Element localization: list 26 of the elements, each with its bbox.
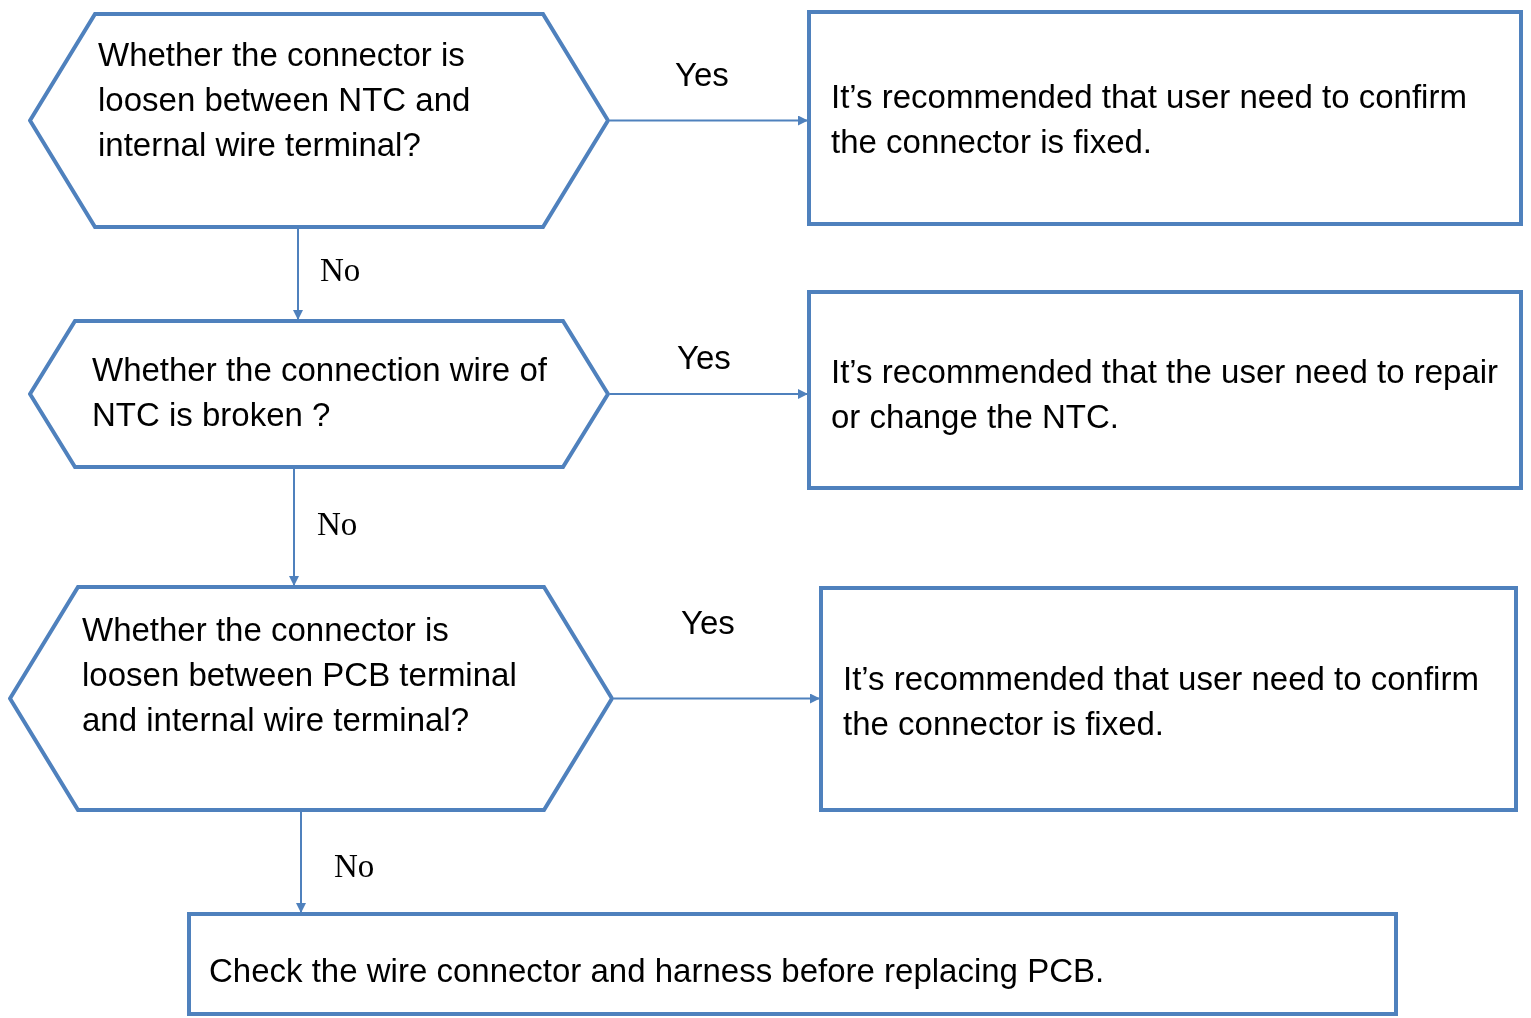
result-text: It’s recommended that the user need to repair or change the NTC. xyxy=(831,352,1500,437)
edge-label: Yes xyxy=(677,338,731,378)
result-text: It’s recommended that user need to confirm the connector is fixed. xyxy=(843,659,1480,744)
question-text: Whether the connector is loosen between NTC and internal wire terminal? xyxy=(98,35,472,165)
arrow xyxy=(296,811,306,913)
edge-label: No xyxy=(317,505,358,544)
edge-label: Yes xyxy=(681,603,735,643)
arrow xyxy=(609,389,808,399)
result-text: It’s recommended that user need to confirm the connector is fixed. xyxy=(831,77,1468,162)
arrow xyxy=(289,468,299,586)
edge-label: No xyxy=(334,847,375,886)
question-text: Whether the connector is loosen between PCB terminal and internal wire terminal? xyxy=(82,610,518,740)
result-box xyxy=(819,586,1518,812)
result-text: Check the wire connector and harness before replacing PCB. xyxy=(209,951,1106,991)
result-box xyxy=(807,10,1523,226)
arrow xyxy=(613,693,820,704)
decision-hexagon xyxy=(28,319,610,469)
edge-label: No xyxy=(320,251,361,290)
arrow xyxy=(293,228,303,320)
edge-label: Yes xyxy=(675,55,729,95)
decision-hexagon xyxy=(8,585,614,812)
arrow xyxy=(609,115,808,126)
question-text: Whether the connection wire of NTC is broken ? xyxy=(92,350,548,435)
result-box xyxy=(187,912,1398,1016)
decision-hexagon xyxy=(28,12,610,229)
result-box xyxy=(807,290,1523,490)
